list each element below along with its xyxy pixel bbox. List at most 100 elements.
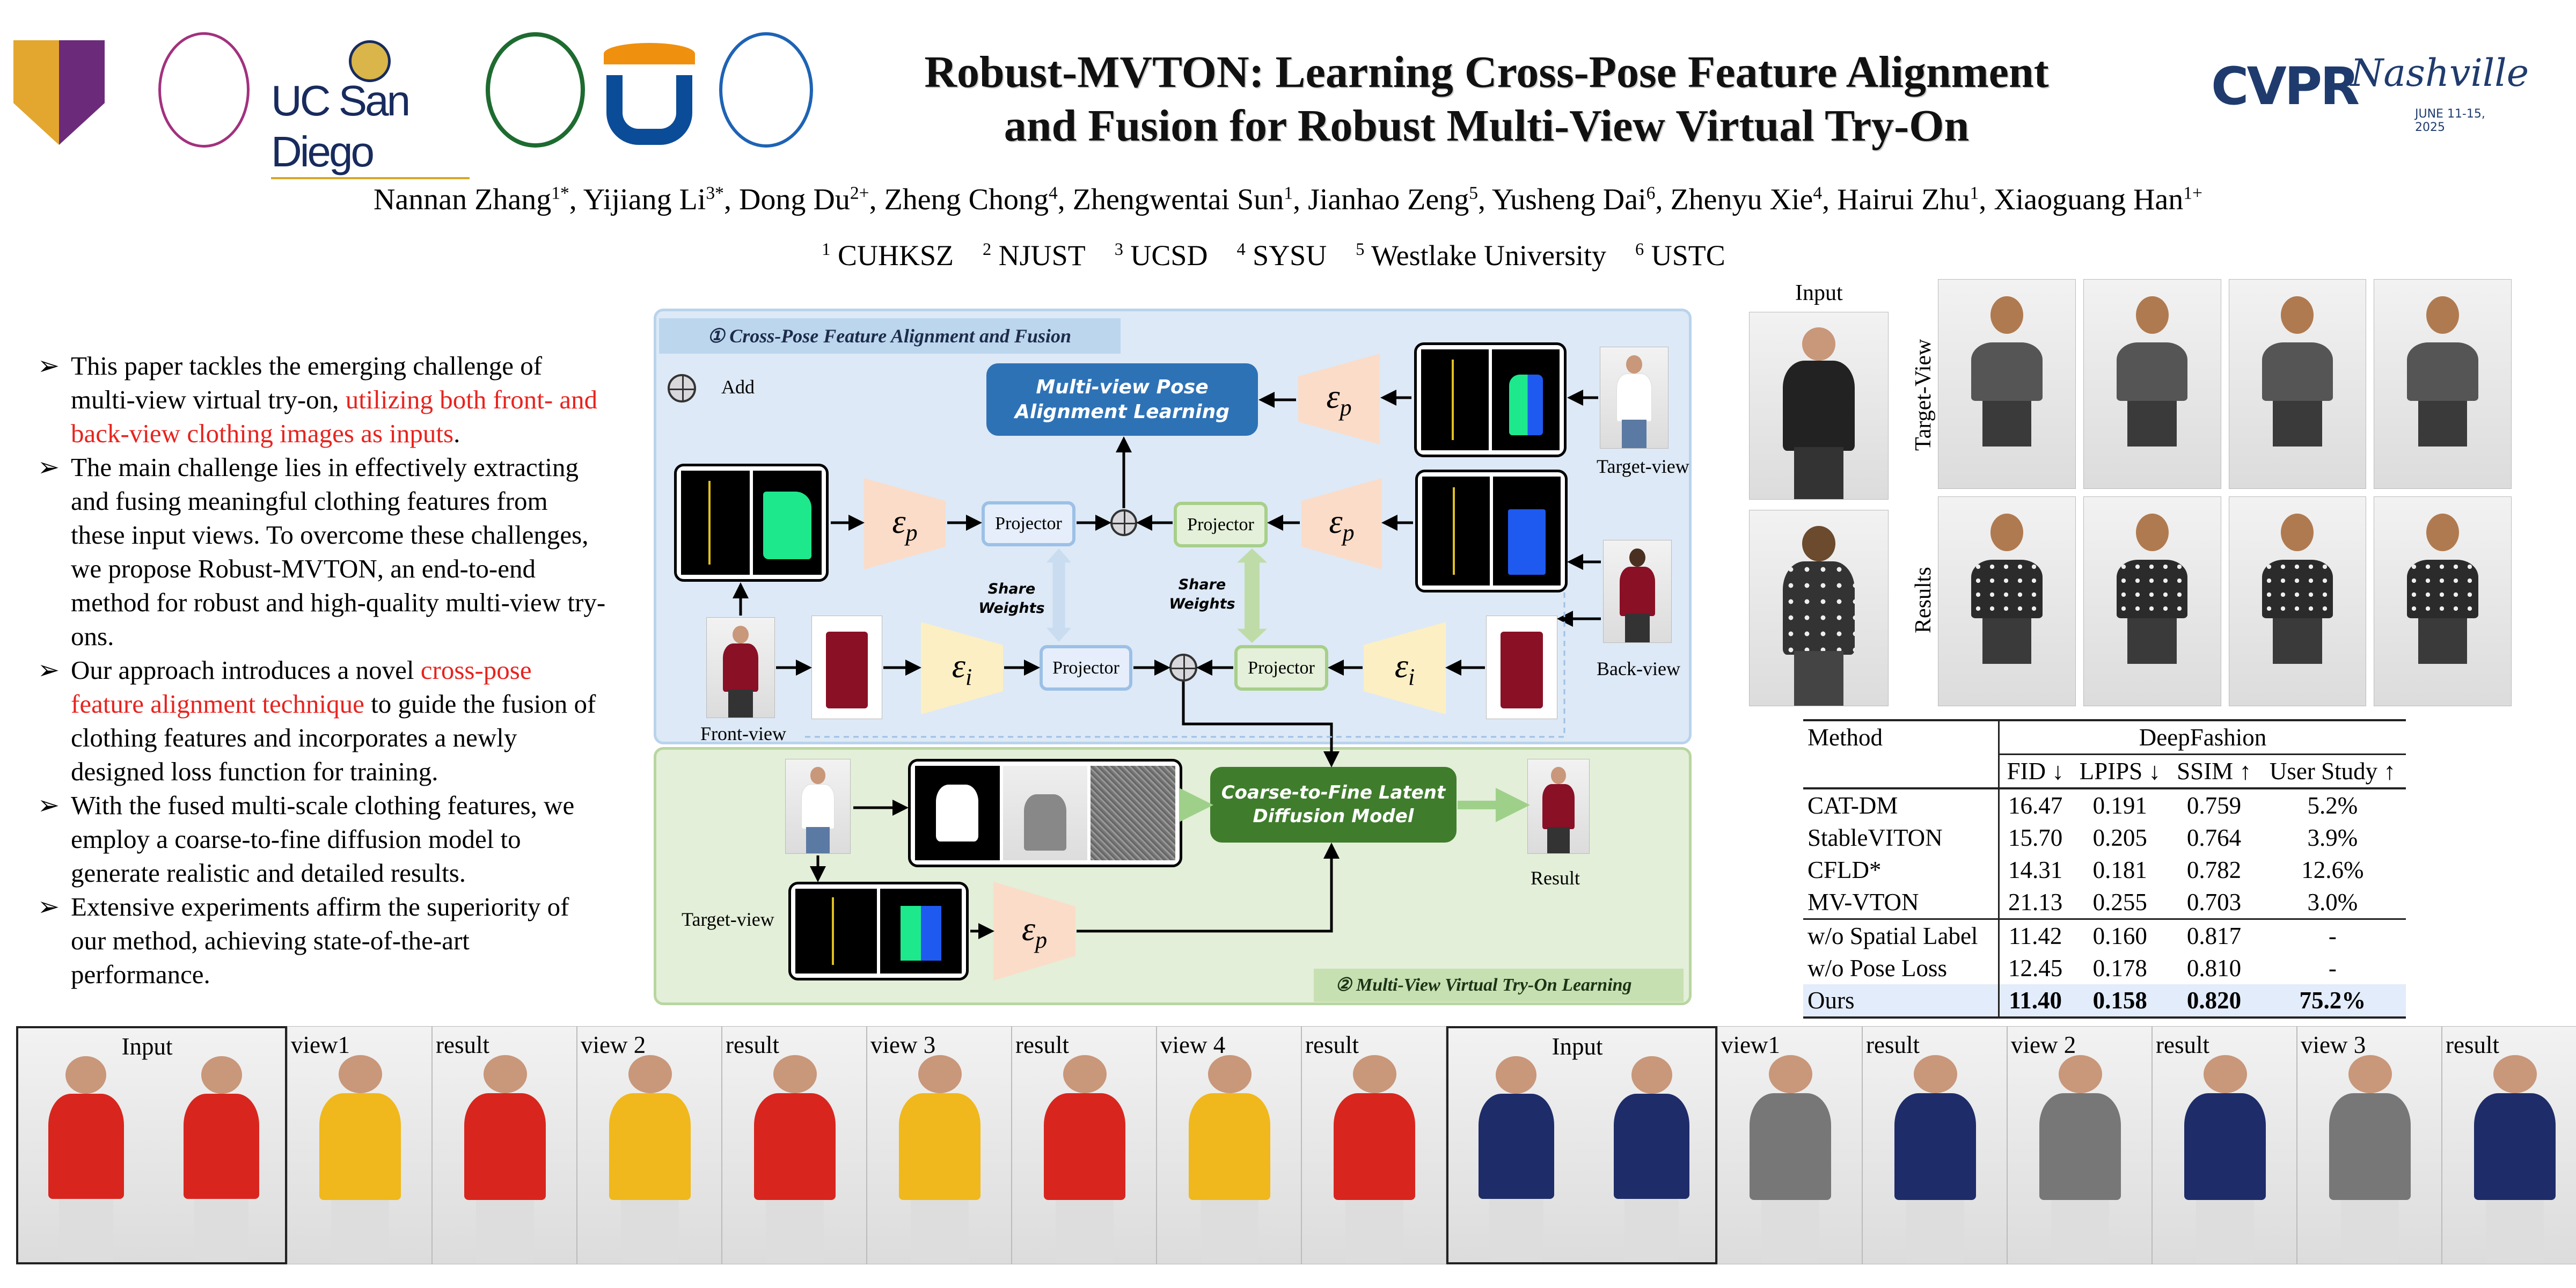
front-view-photo bbox=[706, 617, 775, 718]
metric-cell: - bbox=[2328, 923, 2337, 949]
author-name: Zhengwentai Sun bbox=[1072, 183, 1284, 216]
encoder-symbol: εi bbox=[1395, 646, 1415, 691]
method-cell: CFLD* bbox=[1803, 854, 2000, 886]
epsilon-glyph: ε bbox=[1021, 909, 1036, 948]
strip-image: view 3 bbox=[867, 1026, 1012, 1264]
strip-image: result bbox=[2442, 1026, 2576, 1264]
encoder-symbol: εp bbox=[1022, 909, 1047, 954]
author-name: Yusheng Dai bbox=[1491, 183, 1646, 216]
affiliation-number: 5 bbox=[1356, 240, 1365, 259]
summary-bullet: ➢This paper tackles the emerging challen… bbox=[38, 349, 606, 450]
strip-label: result bbox=[726, 1031, 779, 1058]
back-view-photo bbox=[1603, 540, 1672, 643]
author-name: Hairui Zhu bbox=[1837, 183, 1970, 216]
metric-cell: 5.2% bbox=[2307, 792, 2358, 819]
author-name: Zheng Chong bbox=[884, 183, 1049, 216]
target-view-image bbox=[1938, 279, 2076, 489]
cvpr-logo: CVPR Nashville JUNE 11-15, 2025 bbox=[2211, 51, 2529, 134]
logo-westlake bbox=[604, 43, 695, 145]
logo-sysu bbox=[486, 32, 585, 148]
front-pose-map bbox=[674, 464, 829, 582]
summary-bullet: ➢ The main challenge lies in effectively … bbox=[38, 450, 606, 653]
summary-bullets: ➢ This paper tackles the emerging challen… bbox=[38, 349, 606, 991]
strip-label: view 2 bbox=[581, 1031, 646, 1058]
metric-cell: 0.158 bbox=[2092, 987, 2147, 1014]
metric-cell: 11.42 bbox=[2008, 923, 2062, 949]
metric-cell: 0.255 bbox=[2092, 889, 2147, 916]
author-affiliation-mark: 4 bbox=[1813, 183, 1823, 203]
encoder-subscript: p bbox=[905, 519, 918, 546]
strip-label: result bbox=[1015, 1031, 1069, 1058]
metric-cell: 0.205 bbox=[2092, 824, 2147, 851]
back-view-label: Back-view bbox=[1597, 658, 1680, 679]
metric-cell: 0.703 bbox=[2186, 889, 2242, 916]
bullet-text: Extensive experiments affirm the superio… bbox=[71, 892, 569, 989]
method-cell: Ours bbox=[1803, 984, 2000, 1018]
showcase-target-view-label: Target-View bbox=[1911, 339, 1936, 451]
encoder-symbol: εi bbox=[952, 646, 972, 691]
epsilon-glyph: ε bbox=[1329, 502, 1343, 540]
strip-image: view 4 bbox=[1157, 1026, 1301, 1264]
strip-image: result bbox=[432, 1026, 577, 1264]
bullet-arrow-icon: ➢ bbox=[38, 655, 60, 685]
encoder-symbol: εp bbox=[1326, 377, 1351, 421]
author-affiliation-mark: 3* bbox=[706, 183, 724, 203]
strip-label: Input bbox=[1552, 1033, 1603, 1060]
strip-image: result bbox=[2152, 1026, 2297, 1264]
stage2-inputs-group bbox=[908, 759, 1182, 867]
author-list: Nannan Zhang1*, Yijiang Li3*, Dong Du2+,… bbox=[373, 183, 2202, 216]
showcase-input-front bbox=[1749, 312, 1889, 500]
method-header: Method bbox=[1803, 720, 2000, 788]
metric-cell: 0.181 bbox=[2092, 857, 2147, 883]
projector-back-image: Projector bbox=[1234, 645, 1328, 691]
target-view-image bbox=[2228, 279, 2367, 489]
bullet-text: This paper tackles the emerging challeng… bbox=[71, 351, 543, 414]
highlighted-text: cross-pose feature alignment technique bbox=[71, 655, 532, 719]
metric-cell: 0.160 bbox=[2092, 923, 2147, 949]
strip-image: result bbox=[1862, 1026, 2007, 1264]
method-cell: MV-VTON bbox=[1803, 886, 2000, 919]
stage2-title: ② Multi-View Virtual Try-On Learning bbox=[1314, 969, 1684, 1002]
showcase-input-back bbox=[1749, 510, 1889, 706]
metric-cell: 11.40 bbox=[2009, 987, 2062, 1014]
result-image bbox=[2083, 496, 2221, 706]
affiliation-name: SYSU bbox=[1253, 239, 1327, 272]
stage1-title: ① Cross-Pose Feature Alignment and Fusio… bbox=[659, 318, 1121, 354]
metric-cell: - bbox=[2328, 955, 2337, 982]
result-image bbox=[2228, 496, 2367, 706]
bullet-text: . bbox=[453, 419, 460, 448]
author-affiliation-mark: 6 bbox=[1646, 183, 1656, 203]
metric-cell: 0.191 bbox=[2092, 792, 2147, 819]
affiliation-number: 3 bbox=[1114, 240, 1123, 259]
summary-bullet: ➢Our approach introduces a novel cross-p… bbox=[38, 653, 606, 788]
projector-front-pose: Projector bbox=[982, 501, 1075, 546]
strip-image: view 2 bbox=[577, 1026, 722, 1264]
encoder-subscript: p bbox=[1035, 926, 1048, 953]
target-pose-map bbox=[1414, 342, 1567, 457]
result-label: Result bbox=[1531, 867, 1580, 889]
metric-cell: 21.13 bbox=[2008, 889, 2063, 916]
strip-label: result bbox=[436, 1031, 489, 1058]
strip-image: result bbox=[1012, 1026, 1157, 1264]
showcase-grid bbox=[1938, 279, 2512, 706]
affiliation-name: NJUST bbox=[998, 239, 1086, 272]
strip-image: view1 bbox=[287, 1026, 432, 1264]
author-name: Nannan Zhang bbox=[373, 183, 552, 216]
logo-ucsd-seal bbox=[349, 40, 391, 82]
bullet-text: The main challenge lies in effectively e… bbox=[71, 452, 606, 651]
author-affiliation-mark: 4 bbox=[1048, 183, 1058, 203]
metric-cell: 3.0% bbox=[2307, 889, 2358, 916]
bullet-arrow-icon: ➢ bbox=[38, 452, 60, 482]
strip-image: view 2 bbox=[2007, 1026, 2152, 1264]
encoder-symbol: εp bbox=[892, 502, 917, 546]
affiliation-number: 6 bbox=[1635, 240, 1644, 259]
